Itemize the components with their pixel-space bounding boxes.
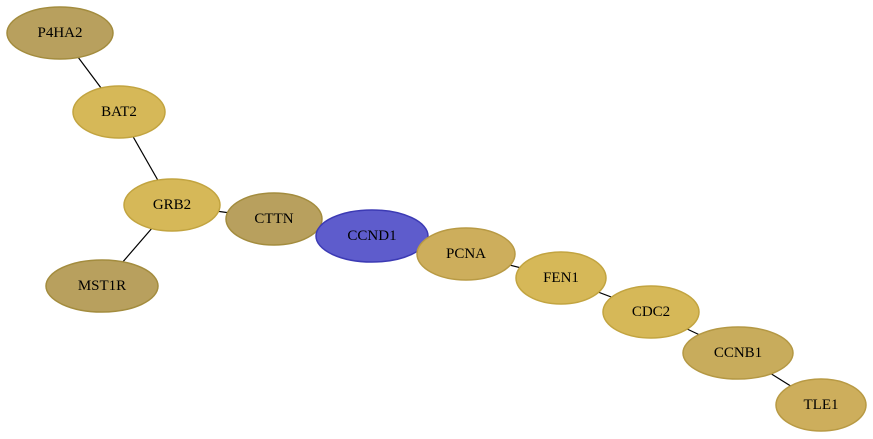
node-fen1[interactable]: FEN1 <box>515 251 607 305</box>
node-ccnb1[interactable]: CCNB1 <box>682 326 794 380</box>
node-grb2[interactable]: GRB2 <box>123 178 221 232</box>
node-label: BAT2 <box>101 104 137 120</box>
node-ellipse <box>315 209 429 263</box>
node-label: P4HA2 <box>37 25 82 41</box>
node-ellipse <box>602 285 700 339</box>
node-label: CDC2 <box>632 304 670 320</box>
node-bat2[interactable]: BAT2 <box>72 85 166 139</box>
node-label: TLE1 <box>804 397 839 413</box>
node-ellipse <box>45 259 159 313</box>
node-p4ha2[interactable]: P4HA2 <box>6 6 114 60</box>
node-mst1r[interactable]: MST1R <box>45 259 159 313</box>
node-ellipse <box>123 178 221 232</box>
node-label: MST1R <box>78 278 126 294</box>
node-ellipse <box>682 326 794 380</box>
node-label: GRB2 <box>153 197 191 213</box>
node-pcna[interactable]: PCNA <box>416 227 516 281</box>
node-ellipse <box>225 192 323 246</box>
node-label: CCND1 <box>347 228 396 244</box>
node-ellipse <box>6 6 114 60</box>
node-ellipse <box>416 227 516 281</box>
node-tle1[interactable]: TLE1 <box>775 378 867 432</box>
node-label: CCNB1 <box>714 345 762 361</box>
node-cdc2[interactable]: CDC2 <box>602 285 700 339</box>
node-ccnd1[interactable]: CCND1 <box>315 209 429 263</box>
node-ellipse <box>775 378 867 432</box>
node-ellipse <box>515 251 607 305</box>
node-cttn[interactable]: CTTN <box>225 192 323 246</box>
node-label: PCNA <box>446 246 486 262</box>
node-label: CTTN <box>254 211 293 227</box>
node-label: FEN1 <box>543 270 579 286</box>
node-ellipse <box>72 85 166 139</box>
